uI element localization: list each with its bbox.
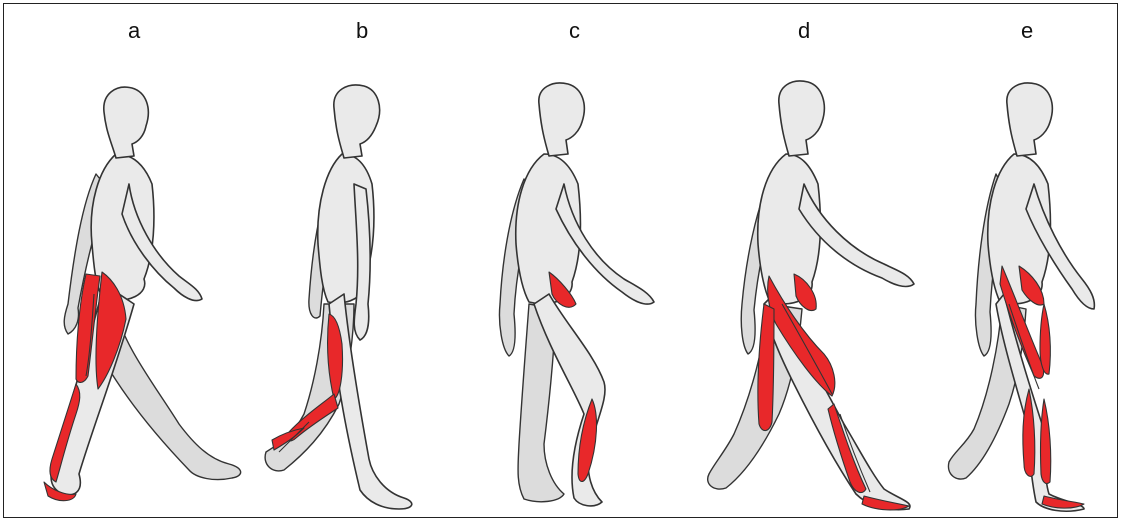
hamstring-muscle-e (1040, 304, 1050, 374)
figure-frame: a b c d e (3, 3, 1118, 518)
walking-figures-illustration (4, 4, 1119, 519)
figure-c (499, 83, 654, 506)
tibialis-muscle-e (1040, 399, 1050, 484)
foot-muscle-e (1042, 496, 1084, 508)
tibialis-muscle-c (578, 399, 597, 482)
figure-a (44, 87, 241, 501)
hamstring-muscle-d (758, 304, 774, 431)
figure-e (948, 83, 1094, 511)
figure-b (265, 85, 412, 509)
figure-d (708, 81, 914, 510)
